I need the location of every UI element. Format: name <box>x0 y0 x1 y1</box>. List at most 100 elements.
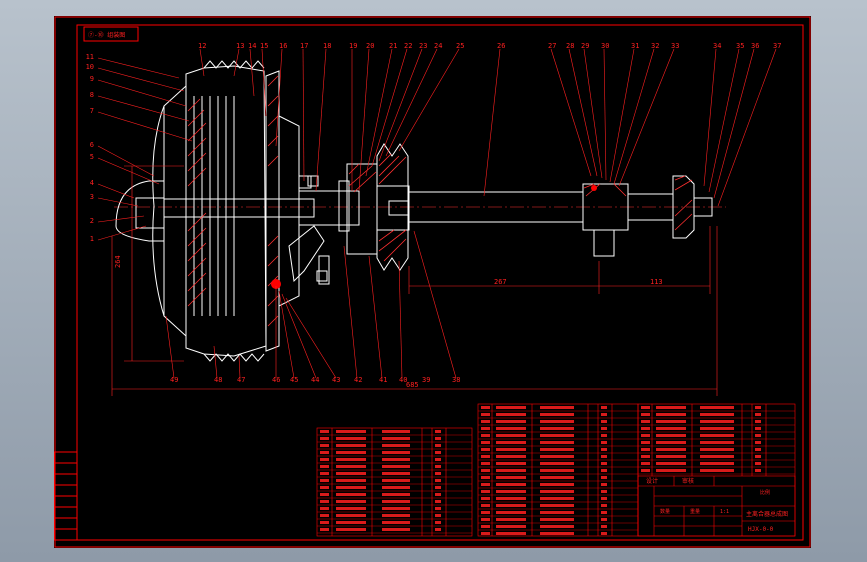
table-cell-text <box>320 437 329 440</box>
table-cell-text <box>481 455 490 458</box>
table-cell-text <box>496 504 526 507</box>
part-label-left: 9 <box>90 75 94 83</box>
part-label-bottom: 48 <box>214 376 222 384</box>
part-label-top: 16 <box>279 42 287 50</box>
table-cell-text <box>320 521 329 524</box>
part-label-bottom: 39 <box>422 376 430 384</box>
part-label-top: 30 <box>601 42 609 50</box>
table-cell-text <box>641 427 650 430</box>
table-cell-text <box>336 514 366 517</box>
table-cell-text <box>601 518 607 521</box>
table-cell-text <box>641 413 650 416</box>
part-label-top: 14 <box>248 42 256 50</box>
part-label-top: 24 <box>434 42 442 50</box>
part-label-top: 20 <box>366 42 374 50</box>
table-cell-text <box>601 462 607 465</box>
table-cell-text <box>540 518 574 521</box>
table-cell-text <box>336 458 366 461</box>
table-cell-text <box>481 532 490 535</box>
table-cell-text <box>382 479 410 482</box>
table-cell-text <box>320 451 329 454</box>
table-cell-text <box>382 430 410 433</box>
table-cell-text <box>496 469 526 472</box>
part-label-top: 13 <box>236 42 244 50</box>
table-cell-text <box>496 427 526 430</box>
tb-check-label: 审核 <box>682 477 694 485</box>
table-cell-text <box>320 500 329 503</box>
table-cell-text <box>656 420 686 423</box>
table-cell-text <box>755 427 761 430</box>
table-cell-text <box>641 469 650 472</box>
table-cell-text <box>540 462 574 465</box>
table-cell-text <box>382 507 410 510</box>
table-cell-text <box>496 448 526 451</box>
table-cell-text <box>435 479 441 482</box>
table-cell-text <box>641 406 650 409</box>
table-cell-text <box>755 462 761 465</box>
table-cell-text <box>481 448 490 451</box>
part-label-left: 8 <box>90 91 94 99</box>
table-cell-text <box>496 434 526 437</box>
part-label-bottom: 38 <box>452 376 460 384</box>
table-cell-text <box>496 497 526 500</box>
table-cell-text <box>382 472 410 475</box>
table-cell-text <box>601 490 607 493</box>
title-block <box>637 475 796 537</box>
table-cell-text <box>481 469 490 472</box>
table-cell-text <box>336 444 366 447</box>
table-cell-text <box>435 451 441 454</box>
table-cell-text <box>435 437 441 440</box>
part-label-bottom: 49 <box>170 376 178 384</box>
table-cell-text <box>601 448 607 451</box>
table-cell-text <box>540 427 574 430</box>
part-label-top: 25 <box>456 42 464 50</box>
part-label-left: 6 <box>90 141 94 149</box>
clutch-assembly <box>114 60 726 362</box>
table-cell-text <box>481 462 490 465</box>
table-cell-text <box>601 469 607 472</box>
table-cell-text <box>435 430 441 433</box>
table-cell-text <box>320 479 329 482</box>
table-cell-text <box>320 472 329 475</box>
table-cell-text <box>336 451 366 454</box>
part-label-top: 22 <box>404 42 412 50</box>
table-cell-text <box>481 434 490 437</box>
table-cell-text <box>496 490 526 493</box>
table-cell-text <box>601 497 607 500</box>
table-cell-text <box>481 511 490 514</box>
tb-ratio: 1:1 <box>720 509 729 515</box>
parts-list <box>316 403 796 537</box>
table-cell-text <box>540 504 574 507</box>
part-label-top: 36 <box>751 42 759 50</box>
table-cell-text <box>336 479 366 482</box>
table-cell-text <box>700 448 734 451</box>
table-cell-text <box>336 486 366 489</box>
table-cell-text <box>656 434 686 437</box>
table-cell-text <box>320 444 329 447</box>
table-cell-text <box>641 420 650 423</box>
part-label-top: 17 <box>300 42 308 50</box>
table-cell-text <box>382 437 410 440</box>
table-cell-text <box>601 413 607 416</box>
drawing-sheet[interactable]: ⑦-⑩ 组装图 <box>53 16 811 548</box>
table-cell-text <box>336 500 366 503</box>
table-cell-text <box>382 458 410 461</box>
table-cell-text <box>700 455 734 458</box>
table-cell-text <box>496 455 526 458</box>
table-cell-text <box>496 483 526 486</box>
table-cell-text <box>496 518 526 521</box>
table-cell-text <box>435 514 441 517</box>
table-cell-text <box>320 528 329 531</box>
table-cell-text <box>481 427 490 430</box>
table-cell-text <box>382 486 410 489</box>
table-cell-text <box>700 427 734 430</box>
table-cell-text <box>435 472 441 475</box>
table-cell-text <box>656 462 686 465</box>
dim-267: 267 <box>494 278 507 286</box>
part-label-left: 3 <box>90 193 94 201</box>
table-cell-text <box>496 413 526 416</box>
table-cell-text <box>336 465 366 468</box>
table-cell-text <box>382 465 410 468</box>
